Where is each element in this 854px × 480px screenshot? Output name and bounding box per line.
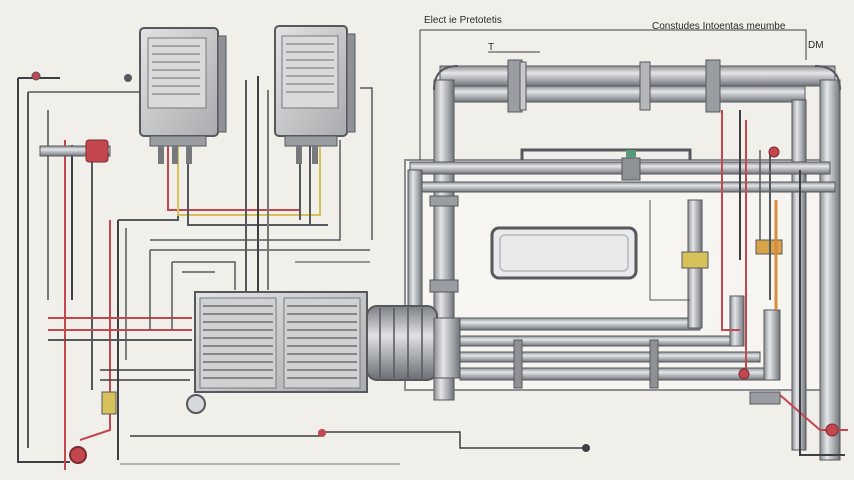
label-top-left: Elect ie Pretotetis [424, 15, 502, 26]
main-pipe-header [407, 59, 841, 461]
label-small-marker: T [488, 42, 495, 53]
sensor-indicator [768, 146, 780, 158]
control-panel-right [274, 25, 356, 164]
duct-connector [366, 305, 438, 381]
label-top-right: Constudes Intoentas meumbe [652, 21, 786, 32]
valve-assembly-left [31, 71, 590, 464]
control-panel-left [139, 27, 227, 164]
wiring-left [17, 77, 588, 470]
air-handling-unit [186, 291, 368, 414]
label-top-far-right: DM [808, 40, 824, 51]
pump-left [433, 317, 461, 379]
wiring-right [295, 29, 848, 456]
valve-indicator [738, 368, 750, 380]
inspection-window [490, 226, 638, 280]
valve-bottom-right [825, 423, 839, 437]
